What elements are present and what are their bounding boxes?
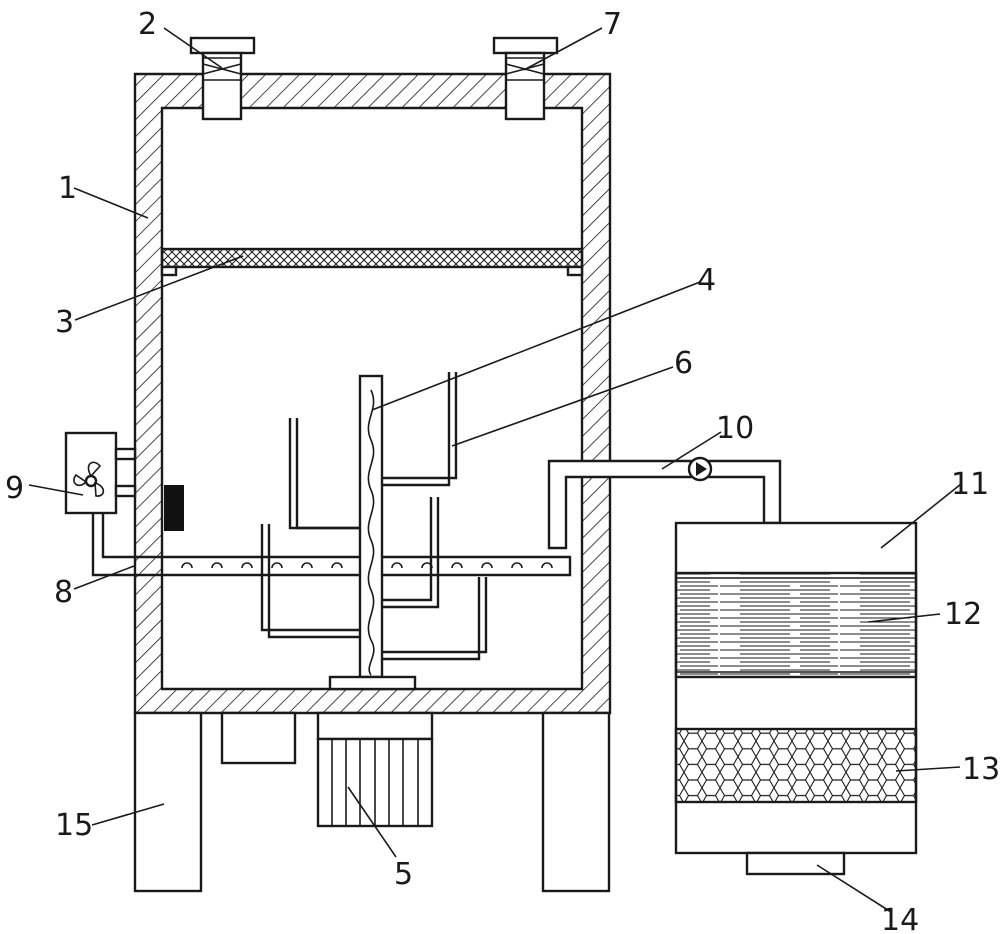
sensor-block <box>164 485 184 531</box>
treatment-tank <box>674 521 918 876</box>
aeration-hole <box>301 562 313 569</box>
filter-mesh <box>160 247 584 277</box>
leader-lines <box>28 27 962 913</box>
aeration-hole <box>331 562 343 569</box>
aeration-hole <box>181 562 193 569</box>
label-15: 15 <box>55 808 93 843</box>
aeration-hole <box>391 562 403 569</box>
label-10: 10 <box>716 411 754 446</box>
motor <box>316 711 434 828</box>
support-legs <box>133 711 611 893</box>
aeration-hole <box>211 562 223 569</box>
stirring-blades <box>260 372 488 661</box>
label-7: 7 <box>603 7 622 42</box>
label-12: 12 <box>944 597 982 632</box>
label-1: 1 <box>58 171 77 206</box>
aeration-hole <box>451 562 463 569</box>
aeration-hole <box>241 562 253 569</box>
label-3: 3 <box>55 305 74 340</box>
label-2: 2 <box>138 7 157 42</box>
label-9: 9 <box>5 471 24 506</box>
stirring-shaft <box>328 374 417 691</box>
inlet-7 <box>492 36 559 121</box>
label-13: 13 <box>962 752 1000 787</box>
inlet-2 <box>189 36 256 121</box>
aeration-hole <box>541 562 553 569</box>
label-5: 5 <box>394 857 413 892</box>
label-4: 4 <box>697 263 716 298</box>
aeration-hole <box>481 562 493 569</box>
fan-unit <box>64 431 137 515</box>
label-14: 14 <box>881 903 919 934</box>
label-6: 6 <box>674 346 693 381</box>
aeration-hole <box>271 562 283 569</box>
label-11: 11 <box>951 467 989 502</box>
aeration-hole <box>511 562 523 569</box>
control-box <box>220 711 297 765</box>
label-8: 8 <box>54 575 73 610</box>
